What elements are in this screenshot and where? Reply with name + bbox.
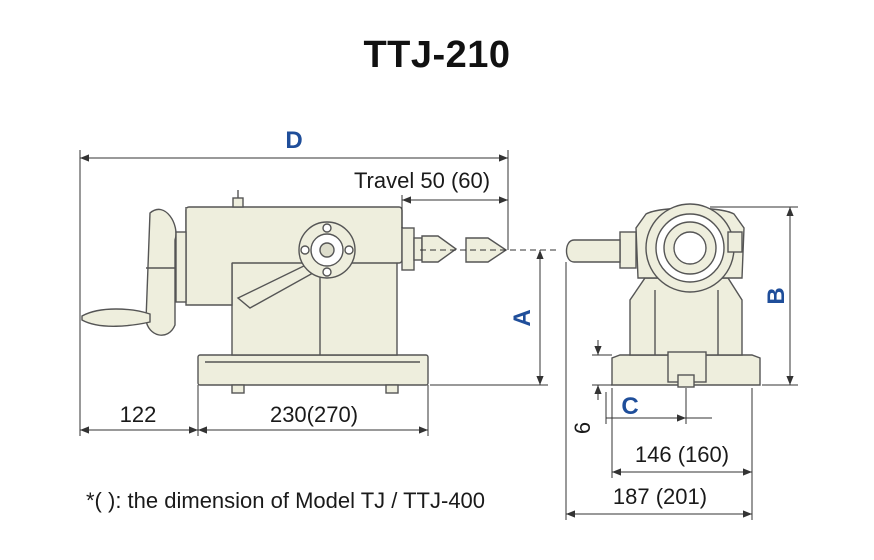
- label-6: 6: [570, 422, 595, 434]
- side-view: [81, 190, 508, 394]
- front-right-tab: [727, 231, 743, 253]
- live-center: [421, 235, 458, 263]
- label-C: C: [621, 393, 638, 420]
- base-bolt: [231, 384, 245, 394]
- label-B: B: [763, 287, 790, 304]
- label-A: A: [509, 309, 536, 326]
- page-title: TTJ-210: [363, 34, 511, 76]
- dimension-lines: [79, 150, 798, 520]
- top-nut: [232, 197, 244, 208]
- handwheel-hub: [175, 231, 187, 303]
- label-230: 230(270): [270, 402, 358, 427]
- quill-collar: [413, 237, 423, 261]
- label-D: D: [285, 127, 302, 154]
- front-lever: [565, 239, 621, 263]
- label-146: 146 (160): [635, 442, 729, 467]
- front-view: [565, 203, 761, 388]
- handwheel: [145, 208, 177, 336]
- front-bolt: [677, 374, 695, 388]
- side-base-plate: [197, 354, 429, 386]
- label-122: 122: [120, 402, 157, 427]
- base-bolt: [385, 384, 399, 394]
- label-187: 187 (201): [613, 484, 707, 509]
- label-travel: Travel 50 (60): [354, 168, 490, 193]
- crank-handle: [81, 308, 151, 327]
- quill: [401, 227, 415, 271]
- footnote: *( ): the dimension of Model TJ / TTJ-40…: [86, 488, 486, 513]
- front-center-boss: [667, 351, 707, 383]
- front-side-boss: [619, 231, 637, 269]
